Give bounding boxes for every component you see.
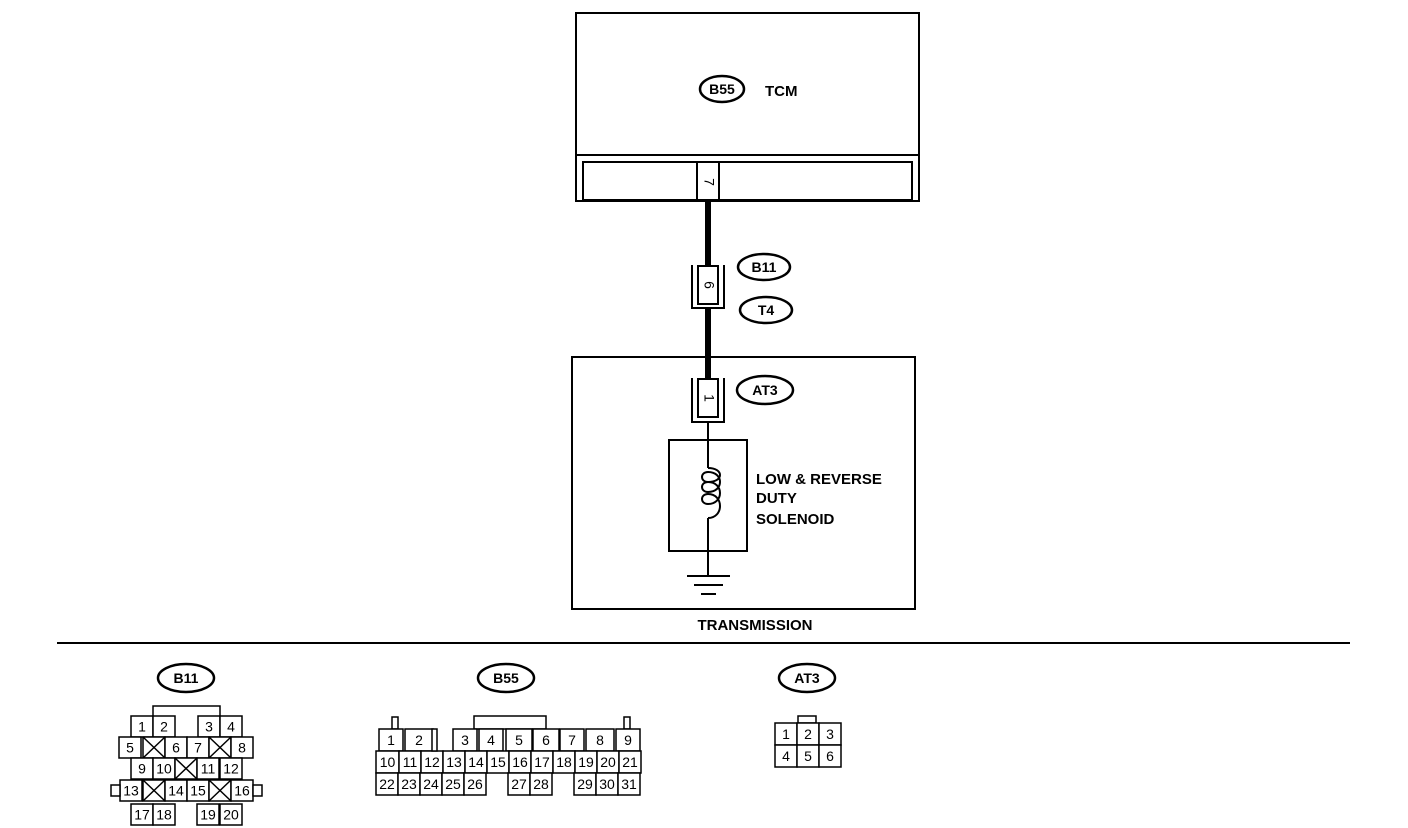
at3-pin: 4 <box>782 748 790 764</box>
b55-pin: 6 <box>542 732 550 748</box>
pin-cell <box>529 772 553 796</box>
tcm-connector-code: B55 <box>709 81 735 97</box>
b55-pin: 22 <box>379 776 395 792</box>
b11-pin: 3 <box>205 719 213 735</box>
b55-pin: 24 <box>423 776 439 792</box>
b55-pin: 27 <box>511 776 527 792</box>
transmission-label: TRANSMISSION <box>697 617 812 634</box>
t4-code: T4 <box>758 302 775 318</box>
b11-pin: 13 <box>123 783 139 799</box>
b11-pin: 15 <box>190 783 206 799</box>
b55-pin: 14 <box>468 754 484 770</box>
b11-view-code: B11 <box>174 670 199 686</box>
solenoid-label-line1: LOW & REVERSE <box>756 471 882 488</box>
b11-pin: 12 <box>223 761 239 777</box>
pin-cell <box>219 803 243 826</box>
b55-pin: 1 <box>387 732 395 748</box>
b11-pin: 20 <box>223 807 239 823</box>
pin-cell <box>463 772 487 796</box>
at3-pin: 3 <box>826 726 834 742</box>
b55-pin: 11 <box>403 754 418 770</box>
b55-pin: 10 <box>380 754 396 770</box>
b55-pin: 28 <box>533 776 549 792</box>
b55-pin: 16 <box>512 754 528 770</box>
b55-pin: 2 <box>415 732 423 748</box>
b55-pin: 5 <box>515 732 523 748</box>
solenoid-label-line2: DUTY <box>756 490 797 507</box>
b11-pin: 4 <box>227 719 235 735</box>
at3-pin-label: 1 <box>701 394 717 402</box>
b55-pin: 4 <box>487 732 495 748</box>
b11-pin: 7 <box>194 740 202 756</box>
at3-pin: 1 <box>782 726 790 742</box>
at3-pin: 2 <box>804 726 812 742</box>
b55-view-code: B55 <box>493 670 519 686</box>
b55-pin: 17 <box>534 754 550 770</box>
b11-pin: 17 <box>134 807 150 823</box>
b11-pin: 8 <box>238 740 246 756</box>
pin-cell <box>152 803 176 826</box>
b11-pin: 1 <box>138 719 146 735</box>
tcm-unit: 7 B55 TCM <box>575 12 920 202</box>
pin-cell <box>818 744 842 768</box>
b55-pin: 25 <box>445 776 461 792</box>
pin-cell <box>219 757 243 780</box>
b11-pin: 16 <box>234 783 250 799</box>
solenoid-label-line3: SOLENOID <box>756 511 835 528</box>
tcm-pin-label: 7 <box>701 178 717 186</box>
at3-pin: 5 <box>804 748 812 764</box>
b55-pin: 7 <box>568 732 576 748</box>
b55-pin: 30 <box>599 776 615 792</box>
b11-code: B11 <box>752 259 777 275</box>
b11-pin: 19 <box>200 807 216 823</box>
ground-icon <box>687 575 730 595</box>
pin-cell <box>196 757 220 780</box>
b11-t4-connector: 6 B11 T4 <box>691 252 794 325</box>
b55-pin: 29 <box>577 776 593 792</box>
at3-view-code: AT3 <box>794 670 820 686</box>
b11-pin: 6 <box>172 740 180 756</box>
b55-pin: 31 <box>621 776 637 792</box>
b55-pin: 19 <box>578 754 594 770</box>
transmission-unit: 1 AT3 LOW & REVERSE DUTY SOLENOID <box>571 356 916 610</box>
b11-pin: 9 <box>138 761 146 777</box>
b55-pin: 18 <box>556 754 572 770</box>
pin-cell <box>617 772 641 796</box>
b55-pin: 8 <box>596 732 604 748</box>
b11-pin: 18 <box>156 807 172 823</box>
solenoid-coil-icon <box>701 467 721 519</box>
b55-pin: 20 <box>600 754 616 770</box>
b55-pin: 23 <box>401 776 417 792</box>
b55-pin: 26 <box>467 776 483 792</box>
tcm-name: TCM <box>765 83 798 100</box>
b11-pin: 5 <box>126 740 134 756</box>
at3-pin: 6 <box>826 748 834 764</box>
pin-cell <box>196 803 220 826</box>
b11-pin: 10 <box>156 761 172 777</box>
b11-pin: 2 <box>160 719 168 735</box>
b55-pin: 13 <box>446 754 462 770</box>
b55-pin: 9 <box>624 732 632 748</box>
pin-cell <box>118 736 142 759</box>
at3-code: AT3 <box>752 382 778 398</box>
b55-pin: 15 <box>490 754 506 770</box>
b11-pin: 11 <box>201 761 216 777</box>
b11-pin: 14 <box>168 783 184 799</box>
b11-pin-label: 6 <box>701 281 717 289</box>
b55-pin: 12 <box>424 754 440 770</box>
b55-pin: 21 <box>622 754 638 770</box>
b55-pin: 3 <box>461 732 469 748</box>
